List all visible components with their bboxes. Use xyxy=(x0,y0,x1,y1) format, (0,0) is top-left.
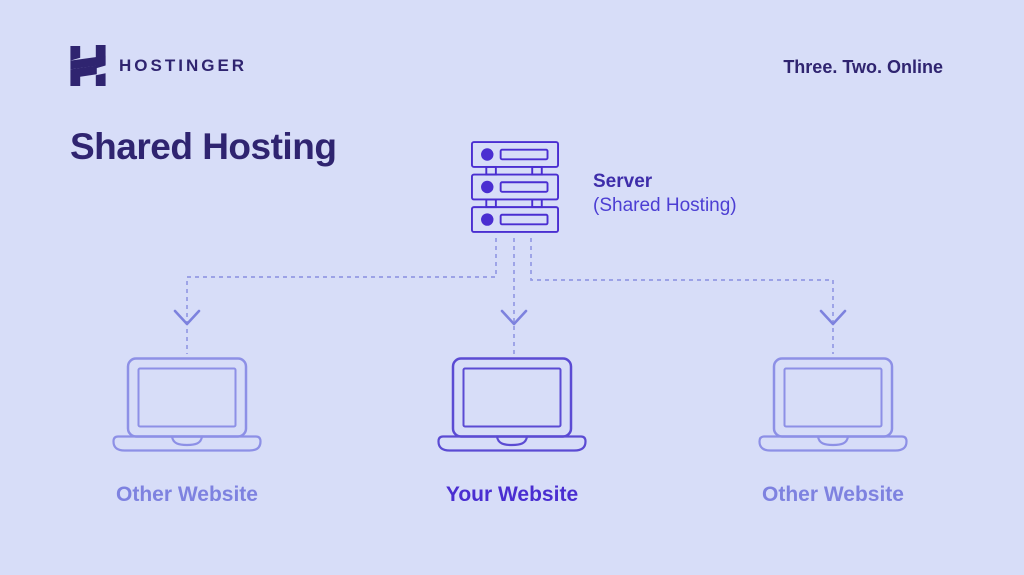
page-title: Shared Hosting xyxy=(70,126,337,167)
laptop-icon xyxy=(758,357,908,452)
arrow-down-icon xyxy=(500,309,528,326)
wire-right xyxy=(530,238,834,354)
brand-logo: HOSTINGER xyxy=(70,45,247,86)
server-caption: Server (Shared Hosting) xyxy=(593,170,737,218)
brand-name: HOSTINGER xyxy=(119,55,248,75)
laptop-icon xyxy=(437,357,587,452)
arrow-down-icon xyxy=(173,309,201,326)
client-label-other-website-right: Other Website xyxy=(762,483,904,506)
wire-left xyxy=(186,238,497,354)
brand-tagline: Three. Two. Online xyxy=(783,57,943,77)
client-label-other-website-left: Other Website xyxy=(116,483,258,506)
hostinger-h-icon xyxy=(70,45,106,86)
server-sublabel: (Shared Hosting) xyxy=(593,195,737,216)
client-label-your-website: Your Website xyxy=(445,483,579,506)
server-rack-icon xyxy=(471,141,559,233)
server-label: Server xyxy=(593,171,653,192)
laptop-icon xyxy=(112,357,262,452)
arrow-down-icon xyxy=(819,309,847,326)
